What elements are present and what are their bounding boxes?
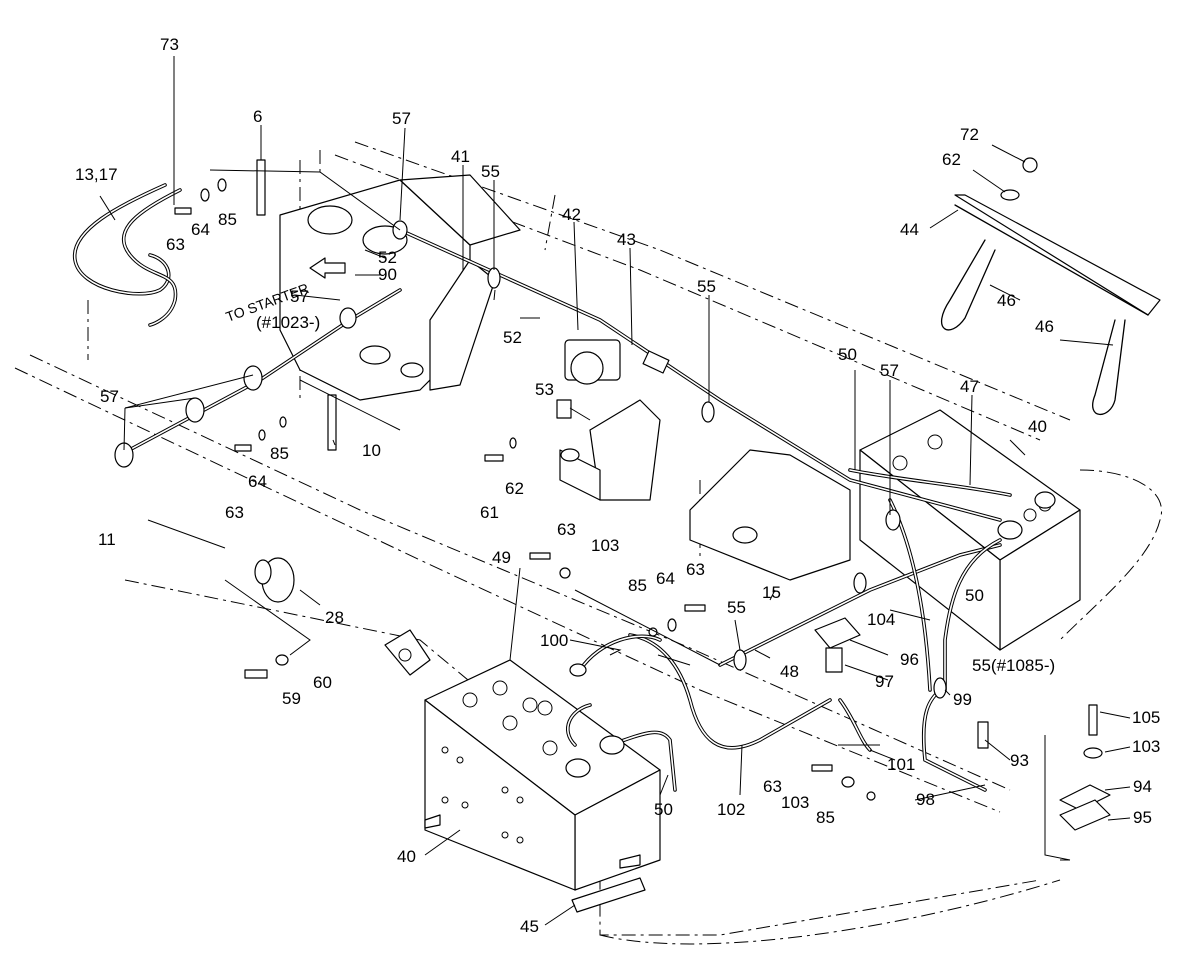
battery-hold-down bbox=[940, 157, 1161, 416]
callout-101: 101 bbox=[887, 755, 915, 774]
callout-94: 94 bbox=[1133, 777, 1152, 796]
center-mount-bracket bbox=[559, 399, 661, 501]
washer-icon bbox=[1000, 189, 1020, 201]
callout-55: 55 bbox=[481, 162, 500, 181]
callout-64: 64 bbox=[248, 472, 267, 491]
callout-60: 60 bbox=[313, 673, 332, 692]
callout-90: 90 bbox=[378, 265, 397, 284]
callout-43: 43 bbox=[617, 230, 636, 249]
callout-40: 40 bbox=[397, 847, 416, 866]
callout-42: 42 bbox=[562, 205, 581, 224]
battery-pad bbox=[571, 877, 646, 913]
leader-lines bbox=[99, 56, 1131, 926]
callout-44: 44 bbox=[900, 220, 919, 239]
callout-55: 55 bbox=[697, 277, 716, 296]
callout-50: 50 bbox=[965, 586, 984, 605]
callout-11: 11 bbox=[98, 530, 116, 549]
callout-45: 45 bbox=[520, 917, 539, 936]
callout-103: 103 bbox=[781, 793, 809, 812]
callout-53: 53 bbox=[535, 380, 554, 399]
callout-46: 46 bbox=[1035, 317, 1054, 336]
callout-57: 57 bbox=[100, 387, 119, 406]
callout-63: 63 bbox=[166, 235, 185, 254]
callout-62: 62 bbox=[942, 150, 961, 169]
callout-85: 85 bbox=[816, 808, 835, 827]
callout-64: 64 bbox=[191, 220, 210, 239]
callout-47: 47 bbox=[960, 377, 979, 396]
callout-28: 28 bbox=[325, 608, 344, 627]
callout-63: 63 bbox=[225, 503, 244, 522]
callout-97: 97 bbox=[875, 672, 894, 691]
callout-95: 95 bbox=[1133, 808, 1152, 827]
callout-40: 40 bbox=[1028, 417, 1047, 436]
small-parts bbox=[114, 159, 1111, 861]
callout-98: 98 bbox=[916, 790, 935, 809]
callout-100: 100 bbox=[540, 631, 568, 650]
callout-52: 52 bbox=[378, 248, 397, 267]
callout-64: 64 bbox=[656, 569, 675, 588]
callout-72: 72 bbox=[960, 125, 979, 144]
callout-63: 63 bbox=[686, 560, 705, 579]
callout-15: 15 bbox=[762, 583, 781, 602]
callout-85: 85 bbox=[628, 576, 647, 595]
callout-57: 57 bbox=[392, 109, 411, 128]
wire-harness-left bbox=[73, 183, 182, 327]
callout-103: 103 bbox=[591, 536, 619, 555]
callout-46: 46 bbox=[997, 291, 1016, 310]
arrow-icon bbox=[309, 257, 346, 279]
callout-50: 50 bbox=[838, 345, 857, 364]
left-mount-bracket bbox=[279, 174, 521, 401]
nut-icon bbox=[1022, 157, 1038, 173]
callout-104: 104 bbox=[867, 610, 895, 629]
callout-99: 99 bbox=[953, 690, 972, 709]
callout-57: 57 bbox=[290, 287, 309, 306]
callout-96: 96 bbox=[900, 650, 919, 669]
battery-left bbox=[424, 659, 661, 891]
callout-63: 63 bbox=[763, 777, 782, 796]
callout-55-1085: 55(#1085-) bbox=[972, 656, 1055, 675]
callout-41: 41 bbox=[451, 147, 470, 166]
callout-52: 52 bbox=[503, 328, 522, 347]
callout-6: 6 bbox=[253, 107, 262, 126]
callout-13-17: 13,17 bbox=[75, 165, 118, 184]
callout-55: 55 bbox=[727, 598, 746, 617]
callout-63: 63 bbox=[557, 520, 576, 539]
callout-57: 57 bbox=[880, 361, 899, 380]
callout-62: 62 bbox=[505, 479, 524, 498]
callout-105: 105 bbox=[1132, 708, 1160, 727]
callout-59: 59 bbox=[282, 689, 301, 708]
callout-85: 85 bbox=[218, 210, 237, 229]
callout-48: 48 bbox=[780, 662, 799, 681]
callout-103: 103 bbox=[1132, 737, 1160, 756]
callout-85: 85 bbox=[270, 444, 289, 463]
right-tray-bracket bbox=[689, 449, 851, 581]
callout-102: 102 bbox=[717, 800, 745, 819]
callout-labels: 73 6 57 41 55 42 43 55 72 62 44 46 46 13… bbox=[75, 35, 1160, 936]
serial-note: (#1023-) bbox=[256, 313, 320, 332]
callout-49: 49 bbox=[492, 548, 511, 567]
callout-73: 73 bbox=[160, 35, 179, 54]
callout-50: 50 bbox=[654, 800, 673, 819]
callout-10: 10 bbox=[362, 441, 381, 460]
callout-61: 61 bbox=[480, 503, 499, 522]
callout-93: 93 bbox=[1010, 751, 1029, 770]
